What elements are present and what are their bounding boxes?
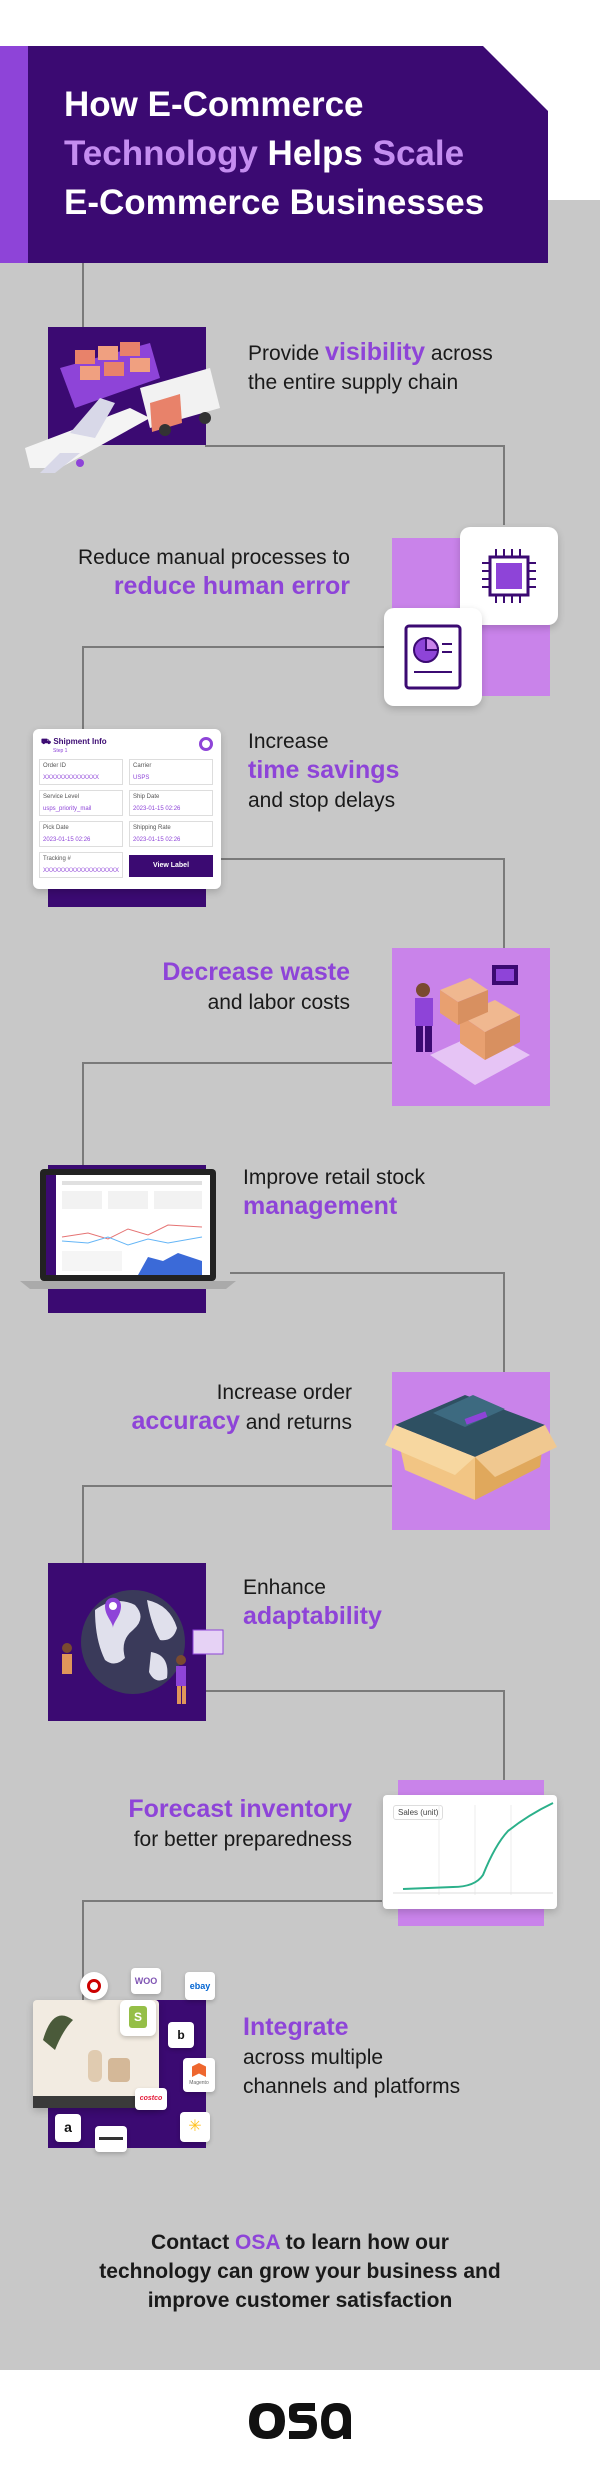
connector-line bbox=[503, 858, 505, 948]
osa-link[interactable]: OSA bbox=[235, 2231, 280, 2254]
title-helps: Helps bbox=[267, 134, 363, 173]
product-icon bbox=[33, 2015, 159, 2108]
title-line-2: Technology Helps Scale bbox=[64, 129, 534, 178]
connector-line bbox=[82, 1485, 84, 1563]
connector-line bbox=[503, 1272, 505, 1372]
form-field[interactable]: Pick Date 2023-01-15 02:26 bbox=[39, 821, 123, 847]
form-field[interactable]: Carrier USPS bbox=[129, 759, 213, 785]
form-field[interactable]: Service Level usps_priority_mail bbox=[39, 790, 123, 816]
page-title: How E-Commerce Technology Helps Scale E-… bbox=[64, 80, 534, 227]
cargo-ship-plane-truck-icon bbox=[25, 342, 220, 473]
costco-logo-icon: costco bbox=[135, 2088, 167, 2110]
contact-line-3: improve customer satisfaction bbox=[147, 2289, 453, 2312]
contact-cta: Contact OSA to learn how our technology … bbox=[50, 2228, 550, 2315]
bigcommerce-logo-icon: b bbox=[168, 2022, 194, 2048]
connector-line bbox=[82, 1062, 392, 1064]
connector-line bbox=[503, 445, 505, 525]
connector-line bbox=[82, 1900, 382, 1902]
connector-line bbox=[205, 445, 505, 447]
title-line-1: How E-Commerce bbox=[64, 85, 364, 124]
connector-line bbox=[82, 646, 84, 729]
woocommerce-logo-icon: WOO bbox=[131, 1968, 161, 1994]
form-title: ⛟ Shipment Info bbox=[41, 737, 107, 746]
shipment-form-icon: ⛟ Shipment Info Step 1 Order ID XXXXXXXX… bbox=[33, 729, 221, 889]
connector-line bbox=[230, 1272, 505, 1274]
waste-text: Decrease waste and labor costs bbox=[162, 958, 350, 1014]
connector-line bbox=[82, 1062, 84, 1165]
sales-chart-icon: Sales (unit) bbox=[383, 1795, 557, 1909]
amazon-logo-icon: a bbox=[55, 2114, 81, 2142]
open-box-icon bbox=[385, 1395, 557, 1500]
connector-line bbox=[503, 1690, 505, 1780]
form-field[interactable]: Tracking # XXXXXXXXXXXXXXXXXXX bbox=[39, 852, 123, 878]
connector-line bbox=[82, 1485, 392, 1487]
shopify-logo-icon: S bbox=[120, 2000, 156, 2036]
truck-icon: ⛟ bbox=[41, 737, 52, 746]
form-field[interactable]: Order ID XXXXXXXXXXXXXX bbox=[39, 759, 123, 785]
report-card bbox=[384, 608, 482, 706]
connector-line bbox=[82, 1900, 84, 2000]
contact-line-2: technology can grow your business and bbox=[99, 2260, 501, 2283]
title-scale: Scale bbox=[372, 134, 465, 173]
connector-line bbox=[205, 1690, 505, 1692]
header-accent-bar bbox=[0, 46, 28, 263]
connector-line bbox=[82, 263, 84, 327]
view-label-button[interactable]: View Label bbox=[129, 855, 213, 877]
form-field[interactable]: Ship Date 2023-01-15 02:26 bbox=[129, 790, 213, 816]
adaptability-text: Enhance adaptability bbox=[243, 1576, 382, 1630]
visibility-text: Provide visibility across the entire sup… bbox=[248, 338, 493, 394]
reduce-error-text: Reduce manual processes to reduce human … bbox=[78, 546, 350, 600]
ebay-logo-icon: ebay bbox=[185, 1972, 215, 2000]
forecast-text: Forecast inventory for better preparedne… bbox=[128, 1795, 352, 1851]
target-logo-icon bbox=[80, 1972, 108, 2000]
globe-icon bbox=[62, 1590, 224, 1704]
form-field[interactable]: Shipping Rate 2023-01-15 02:26 bbox=[129, 821, 213, 847]
magento-logo-icon: Magento bbox=[183, 2058, 215, 2092]
connector-line bbox=[220, 858, 505, 860]
form-subtitle: Step 1 bbox=[53, 748, 68, 754]
connector-line bbox=[82, 646, 387, 648]
marketplace-logo-icon bbox=[95, 2126, 127, 2152]
progress-ring-icon bbox=[199, 737, 213, 751]
laptop-dashboard-icon bbox=[20, 1169, 236, 1289]
sales-chart-plot bbox=[393, 1802, 554, 1895]
integrate-text: Integrate across multiple channels and p… bbox=[243, 2013, 461, 2098]
sales-chart-label: Sales (unit) bbox=[393, 1805, 444, 1820]
warehouse-worker-icon bbox=[415, 965, 530, 1085]
management-text: Improve retail stock management bbox=[243, 1166, 426, 1220]
accuracy-text: Increase order accuracy and returns bbox=[131, 1381, 352, 1435]
walmart-logo-icon: ✳ bbox=[180, 2112, 210, 2142]
title-technology: Technology bbox=[64, 134, 258, 173]
osa-logo bbox=[249, 2403, 351, 2439]
time-savings-text: Increase time savings and stop delays bbox=[248, 730, 400, 812]
chip-icon bbox=[482, 549, 536, 603]
title-line-3: E-Commerce Businesses bbox=[64, 183, 485, 222]
report-icon bbox=[404, 624, 462, 690]
header-banner bbox=[28, 46, 548, 263]
contact-line-1: Contact OSA to learn how our bbox=[151, 2231, 449, 2254]
